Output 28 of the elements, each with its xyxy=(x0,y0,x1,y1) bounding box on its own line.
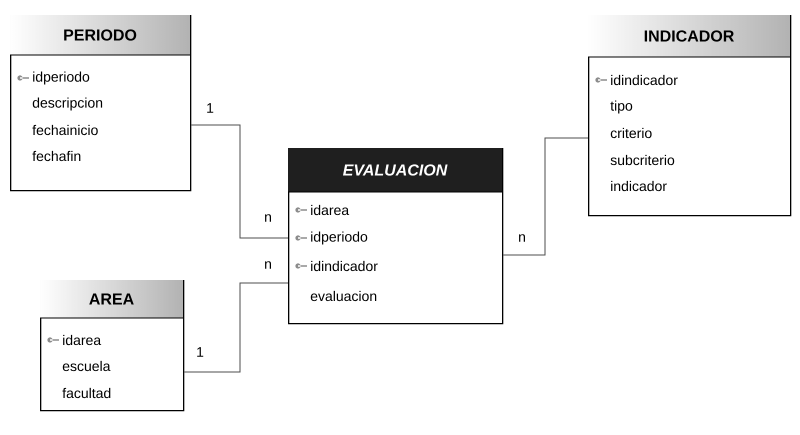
attribute-text: fechainicio xyxy=(32,124,98,136)
attribute-text: subcriterio xyxy=(610,154,674,166)
table-header: PERIODO xyxy=(10,29,190,56)
cardinality-label: n xyxy=(519,234,525,242)
cardinality-label: n xyxy=(265,214,271,222)
attribute-text: idindicador xyxy=(311,260,378,272)
attribute-text: criterio xyxy=(610,128,652,138)
table-header: EVALUACION xyxy=(288,148,502,193)
cardinality-label: n xyxy=(265,261,271,269)
cardinality-label: 1 xyxy=(207,103,214,113)
attribute-text: evaluacion xyxy=(310,290,376,302)
cardinality-label: 1 xyxy=(197,347,204,357)
attribute-text: idindicador xyxy=(611,74,678,86)
table-header: INDICADOR xyxy=(588,30,790,58)
attribute-text: fechafin xyxy=(32,150,80,162)
table-header: AREA xyxy=(40,293,183,319)
attribute-text: idperiodo xyxy=(311,231,368,245)
attribute-text: facultad xyxy=(62,388,110,398)
connector-line xyxy=(502,138,588,256)
attribute-text: idarea xyxy=(311,204,350,216)
connector-line xyxy=(184,282,288,372)
attribute-text: descripcion xyxy=(32,97,102,111)
attribute-text: tipo xyxy=(610,100,632,114)
connector-line xyxy=(190,124,288,238)
attribute-text: idperiodo xyxy=(33,71,90,85)
attribute-text: indicador xyxy=(611,180,667,192)
attribute-text: escuela xyxy=(62,360,110,372)
attribute-text: idarea xyxy=(63,334,102,346)
